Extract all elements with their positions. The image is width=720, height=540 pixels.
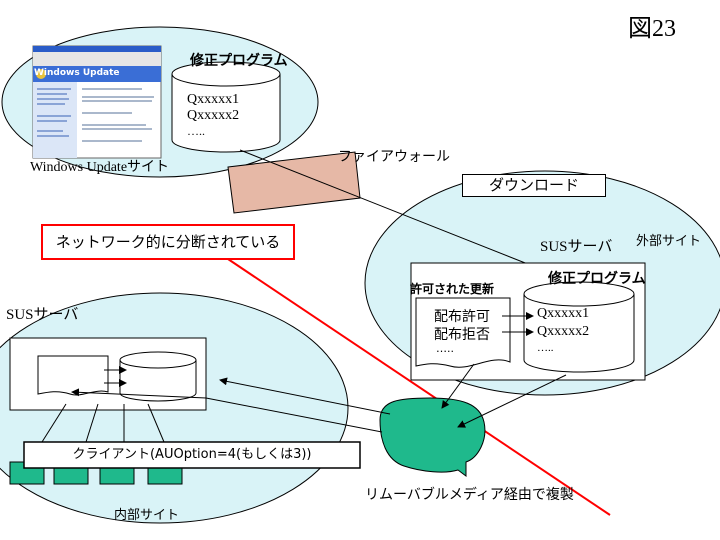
external-patch-database <box>523 281 635 373</box>
copy-arrow-3 <box>71 388 207 399</box>
approved-line-1: 配布許可 <box>434 309 490 325</box>
windows-update-site-caption: Windows Updateサイト <box>30 160 170 175</box>
media-arrow-right <box>457 374 567 428</box>
copy-arrow-1 <box>219 377 391 415</box>
internal-database <box>119 351 197 402</box>
client-link-2 <box>85 403 99 443</box>
client-bar <box>23 441 361 469</box>
approved-updates-document <box>415 297 511 368</box>
top-patch-database <box>171 61 281 153</box>
internal-sus-server-label: SUSサーバ <box>6 307 79 323</box>
external-db-title: 修正プログラム <box>548 271 646 287</box>
external-db-line-1: Qxxxxx1 <box>537 306 590 321</box>
top-db-line-1: Qxxxxx1 <box>187 92 240 107</box>
client-link-1 <box>41 403 67 443</box>
external-sus-server-label: SUSサーバ <box>540 239 613 255</box>
network-split-line <box>221 254 611 516</box>
external-db-line-2: Qxxxxx2 <box>537 324 590 339</box>
approved-line-2: 配布拒否 <box>434 327 490 343</box>
client-label: クライアント(AUOption=4(もしくは3)) <box>72 447 312 462</box>
external-db-line-3: ….. <box>537 342 554 354</box>
approved-updates-title: 許可された更新 <box>410 282 495 296</box>
copy-arrow-2 <box>205 397 383 433</box>
top-db-line-3: ….. <box>187 124 205 138</box>
figure-number: 図23 <box>628 16 676 42</box>
windows-update-screenshot <box>32 45 162 159</box>
download-label: ダウンロード <box>462 174 606 197</box>
internal-document <box>37 355 109 396</box>
removable-media-shape <box>379 397 486 477</box>
client-link-4 <box>147 403 165 443</box>
firewall-label: ファイアウォール <box>338 149 450 165</box>
network-split-label: ネットワーク的に分断されている <box>41 224 295 260</box>
download-line <box>239 149 549 273</box>
top-db-line-2: Qxxxxx2 <box>187 108 240 123</box>
external-site-caption: 外部サイト <box>636 234 702 249</box>
internal-site-caption: 内部サイト <box>114 508 180 523</box>
media-arrow-left <box>441 363 475 409</box>
approved-line-3: ….. <box>436 342 454 355</box>
windows-update-screenshot-title: Windows Update <box>34 68 120 78</box>
top-db-title: 修正プログラム <box>190 53 288 69</box>
removable-media-label: リムーバブルメディア経由で複製 <box>365 487 574 503</box>
